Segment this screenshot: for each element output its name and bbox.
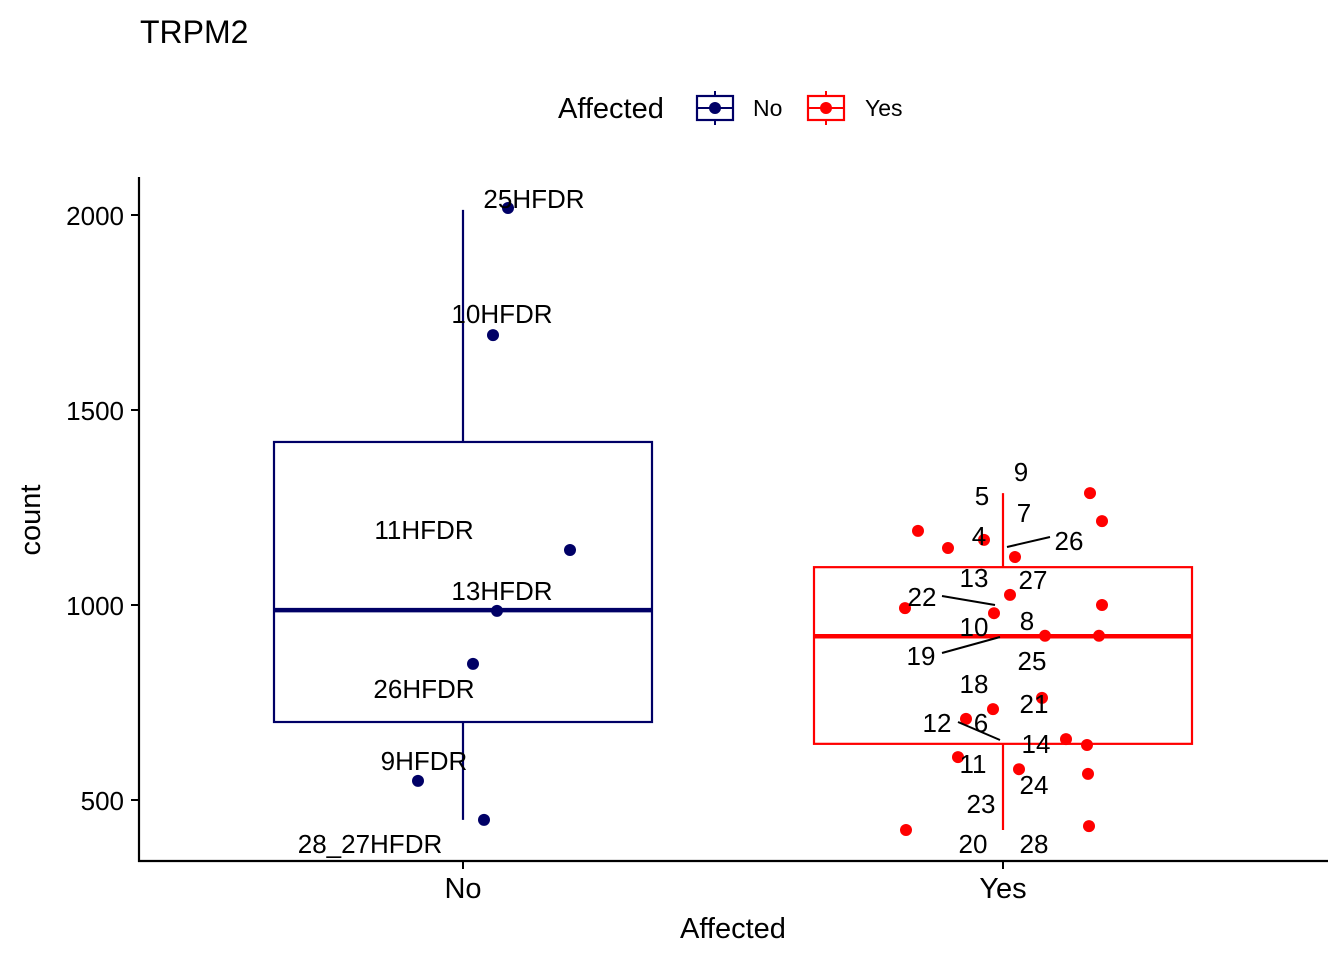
- point-label: 5: [975, 481, 989, 511]
- point-label: 19: [907, 641, 936, 671]
- label-leader-line: [1006, 536, 1051, 548]
- legend-title: Affected: [558, 93, 664, 125]
- legend-label-yes: Yes: [865, 95, 903, 121]
- point-label: 9HFDR: [381, 746, 468, 776]
- data-point: [1009, 551, 1021, 564]
- data-point: [1093, 629, 1105, 642]
- data-point: [1081, 739, 1093, 752]
- data-point: [502, 201, 514, 214]
- data-point: [899, 602, 911, 615]
- x-tick-label: Yes: [979, 873, 1026, 905]
- point-label: 7: [1017, 498, 1031, 528]
- point-label: 12: [923, 708, 952, 738]
- y-axis-label: count: [15, 485, 47, 556]
- point-label: 13HFDR: [451, 576, 552, 606]
- point-label: 23: [967, 789, 996, 819]
- data-point: [1096, 599, 1108, 611]
- data-point: [988, 607, 1000, 620]
- point-label: 28: [1020, 829, 1049, 859]
- data-point: [1096, 515, 1108, 528]
- legend-label-no: No: [753, 95, 782, 121]
- x-tick-label: No: [444, 873, 481, 905]
- data-point: [1083, 820, 1095, 833]
- label-leader-line: [941, 595, 996, 606]
- point-label: 4: [972, 521, 986, 551]
- point-label: 9: [1014, 457, 1028, 487]
- point-label: 18: [960, 669, 989, 699]
- point-label: 26HFDR: [373, 674, 474, 704]
- legend-key-point: [820, 102, 832, 114]
- point-label: 10HFDR: [451, 299, 552, 329]
- data-point: [1084, 487, 1096, 500]
- data-point: [467, 657, 479, 670]
- point-label: 21: [1020, 689, 1049, 719]
- point-label: 10: [960, 612, 989, 642]
- data-point: [900, 824, 912, 837]
- data-point: [1082, 767, 1094, 780]
- data-point: [1013, 763, 1025, 776]
- box-no: [272, 440, 654, 724]
- label-leader-line: [941, 636, 1001, 654]
- data-point: [487, 329, 499, 342]
- data-point: [478, 813, 490, 826]
- data-point: [960, 712, 972, 725]
- data-point: [564, 544, 576, 557]
- legend: Affected No Yes: [558, 91, 903, 125]
- data-point: [1004, 588, 1016, 601]
- point-label: 22: [908, 582, 937, 612]
- y-tick-label: 2000: [66, 201, 124, 231]
- data-point: [978, 533, 990, 546]
- x-axis-label: Affected: [680, 913, 786, 945]
- data-point: [1060, 733, 1072, 746]
- point-label: 14: [1022, 729, 1051, 759]
- data-point: [412, 774, 424, 787]
- point-label: 25: [1018, 646, 1047, 676]
- point-label: 11: [960, 749, 987, 779]
- point-label: 13: [960, 563, 989, 593]
- point-label: 27: [1019, 565, 1048, 595]
- label-leader-line: [957, 721, 1001, 741]
- data-point: [987, 703, 999, 716]
- y-tick-label: 500: [81, 786, 124, 816]
- point-label: 25HFDR: [483, 184, 584, 214]
- point-label: 26: [1055, 526, 1084, 556]
- y-tick-label: 1500: [66, 396, 124, 426]
- point-label: 8: [1020, 606, 1034, 636]
- data-point: [1039, 629, 1051, 642]
- point-label: 20: [959, 829, 988, 859]
- data-point: [952, 751, 964, 764]
- point-label: 28_27HFDR: [298, 829, 443, 859]
- legend-key-point: [709, 102, 721, 114]
- data-point: [491, 604, 503, 617]
- box-yes: [812, 566, 1194, 745]
- data-point: [942, 542, 954, 555]
- point-label: 11HFDR: [374, 515, 473, 545]
- chart-title: TRPM2: [140, 14, 248, 50]
- point-label: 24: [1020, 770, 1049, 800]
- data-point: [912, 524, 924, 537]
- y-tick-label: 1000: [66, 591, 124, 621]
- data-point: [1036, 691, 1048, 704]
